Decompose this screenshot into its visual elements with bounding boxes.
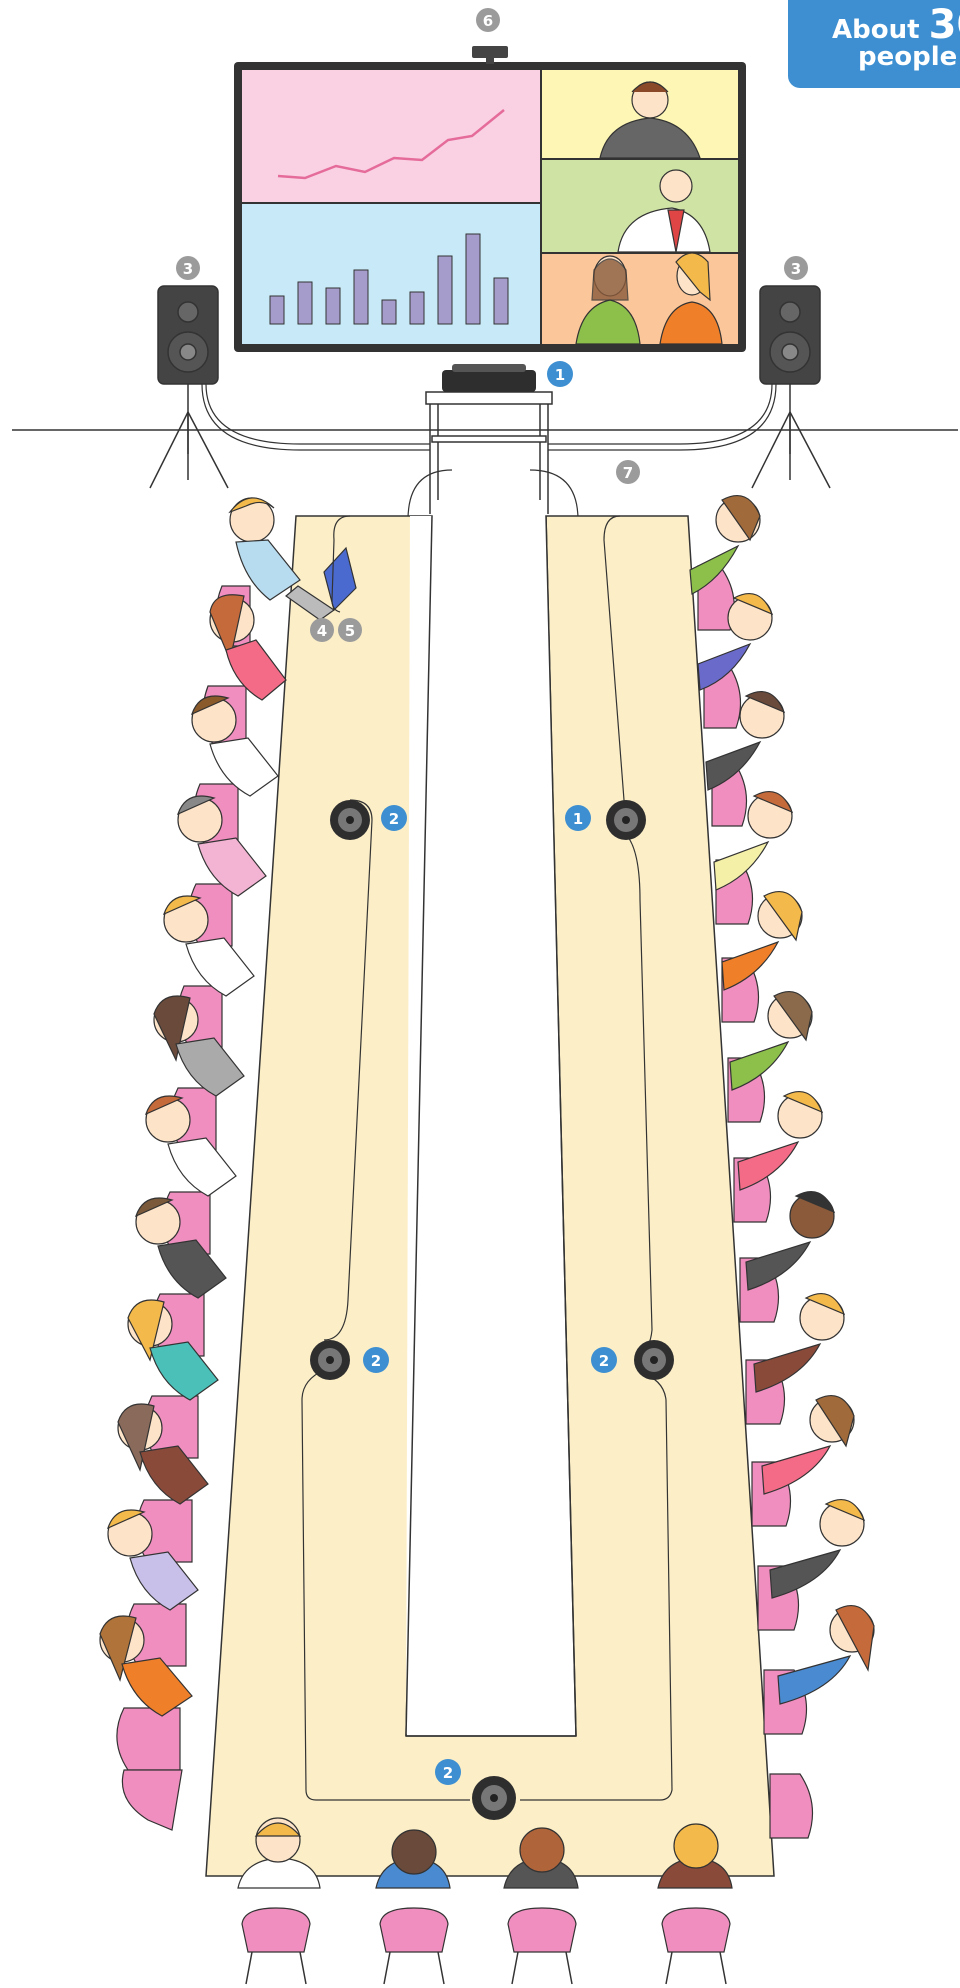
label-speaker-right-text: 3	[791, 260, 801, 278]
conference-table	[206, 516, 778, 1876]
label-camera-text: 6	[483, 12, 493, 30]
label-projector: 1	[547, 361, 573, 387]
label-speakerphone-ll-text: 2	[371, 1352, 381, 1370]
label-speakerphone-bottom: 2	[435, 1759, 461, 1785]
display-monitor	[234, 62, 746, 352]
label-laptop-b-text: 5	[345, 622, 355, 640]
speaker-right	[752, 286, 830, 488]
label-laptop-a: 4	[310, 618, 334, 642]
label-speakerphone-lr-text: 2	[599, 1352, 609, 1370]
label-speakerphone-lr: 2	[591, 1347, 617, 1373]
projector-device	[442, 364, 536, 392]
label-speaker-left-text: 3	[183, 260, 193, 278]
chair-legs-bottom	[246, 1952, 726, 1984]
speakerphone-upper-left	[330, 800, 370, 840]
label-speakerphone-bottom-text: 2	[443, 1764, 453, 1782]
speakerphone-bottom	[472, 1776, 516, 1820]
camera-device	[472, 46, 508, 64]
label-cable-text: 7	[623, 464, 633, 482]
label-projector-2-text: 1	[573, 810, 583, 828]
speakerphone-upper-right	[606, 800, 646, 840]
label-speaker-right: 3	[784, 256, 808, 280]
label-speakerphone-ul-text: 2	[389, 810, 399, 828]
speakerphone-lower-left	[310, 1340, 350, 1380]
label-speaker-left: 3	[176, 256, 200, 280]
label-cable: 7	[616, 460, 640, 484]
label-projector-text: 1	[555, 366, 565, 384]
label-projector-2: 1	[565, 805, 591, 831]
chairs-bottom	[242, 1908, 730, 1952]
label-camera: 6	[476, 8, 500, 32]
label-laptop-b: 5	[338, 618, 362, 642]
label-speakerphone-ul: 2	[381, 805, 407, 831]
speakerphone-lower-right	[634, 1340, 674, 1380]
label-speakerphone-ll: 2	[363, 1347, 389, 1373]
projector-stand	[426, 392, 552, 514]
label-laptop-a-text: 4	[317, 622, 327, 640]
speaker-left	[150, 286, 228, 488]
